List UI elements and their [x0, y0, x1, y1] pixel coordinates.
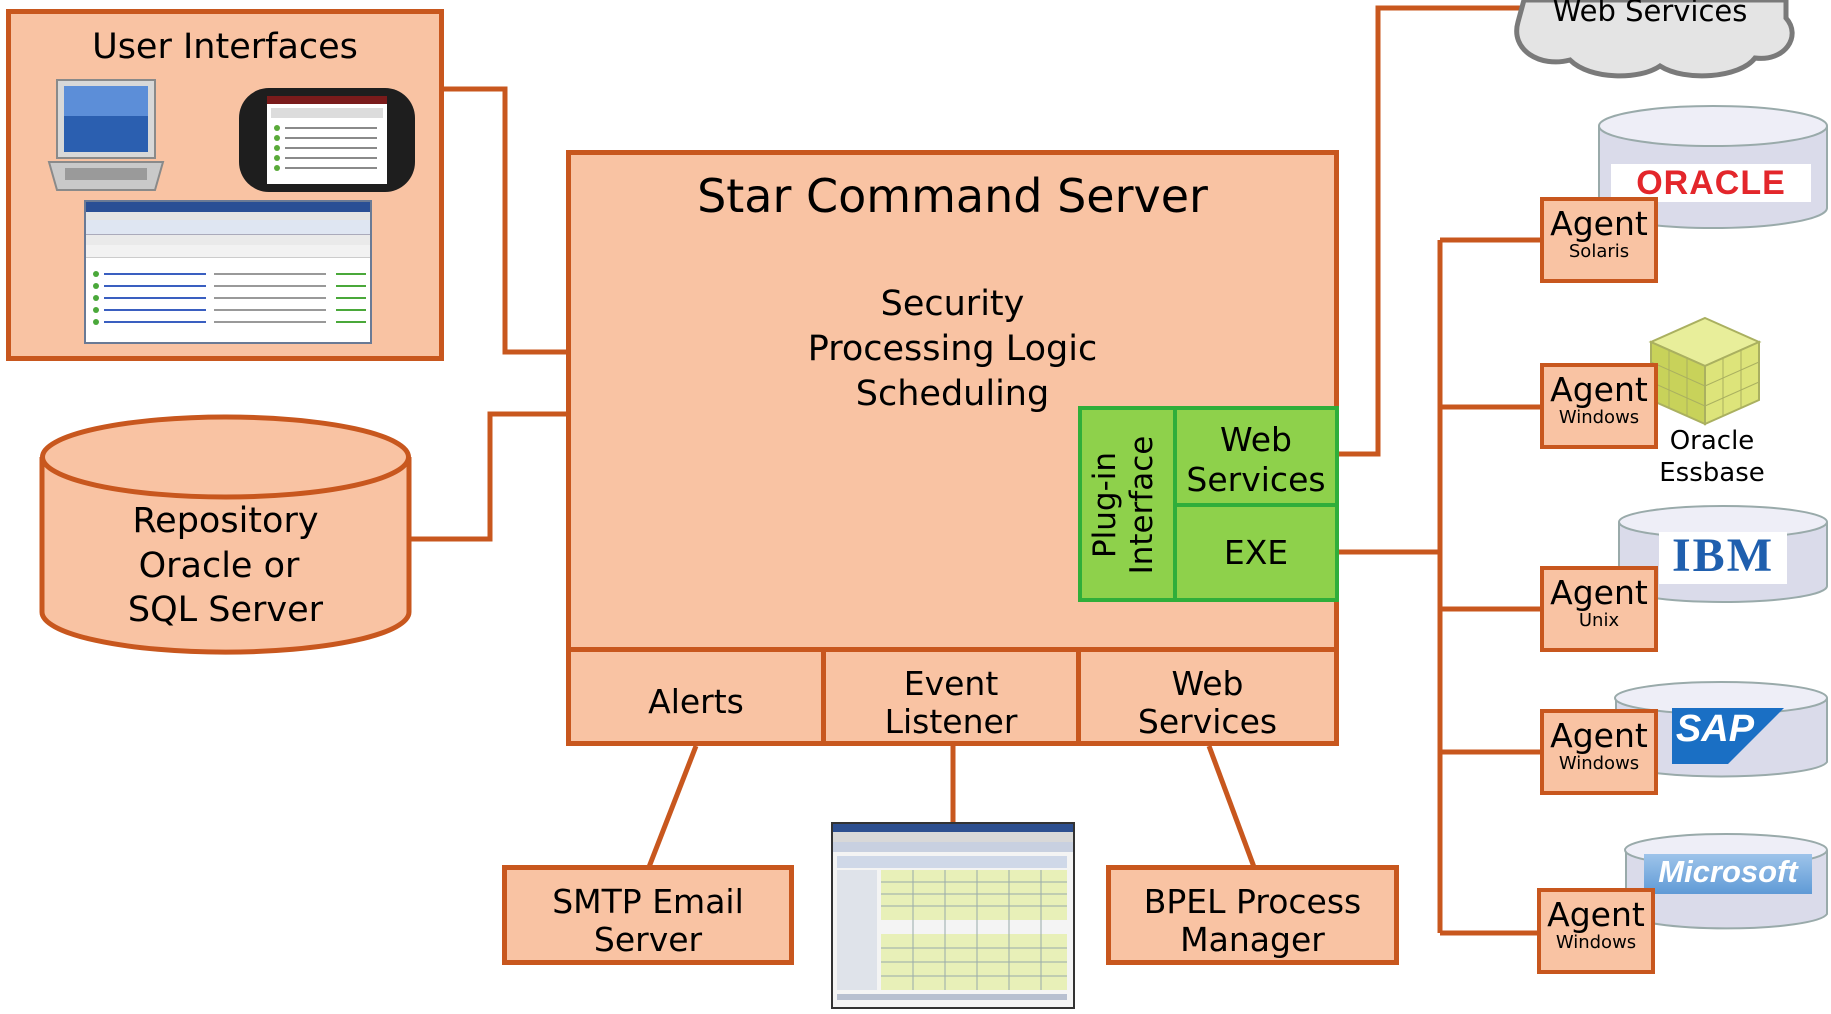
- browser-window-icon: [84, 200, 372, 344]
- plugin-web-services-line-2: Services: [1186, 460, 1326, 499]
- plugin-interface-label: Plug-in Interface: [1087, 435, 1161, 575]
- plugin-interface: Plug-in Interface: [1078, 406, 1177, 602]
- web-services-cloud-label: Web Services: [1552, 0, 1748, 28]
- repository-line-2: Oracle or: [138, 546, 300, 586]
- server-title: Star Command Server: [697, 169, 1208, 223]
- agent-windows-essbase-name: Agent: [1550, 370, 1648, 409]
- sap-logo-text: SAP: [1675, 708, 1755, 750]
- ibm-logo-icon: [1659, 532, 1787, 584]
- agent-windows-essbase: Agent Windows: [1540, 363, 1658, 449]
- essbase-cube-icon: [1645, 312, 1765, 428]
- bpel-process-manager: BPEL Process Manager: [1106, 865, 1399, 965]
- agent-windows-microsoft-os: Windows: [1555, 931, 1637, 953]
- repository-database: Repository Oracle or SQL Server: [38, 412, 413, 657]
- agent-windows-microsoft: Agent Windows: [1537, 888, 1655, 974]
- ibm-logo-text: IBM: [1672, 529, 1774, 582]
- event-listener-line-1: Event: [903, 664, 999, 703]
- smtp-email-server: SMTP Email Server: [502, 865, 794, 965]
- agent-windows-essbase-os: Windows: [1558, 406, 1640, 428]
- repository-line-3: SQL Server: [127, 590, 324, 630]
- smtp-line-2: Server: [593, 920, 703, 959]
- server-feature-scheduling: Scheduling: [855, 374, 1050, 414]
- plugin-exe-label: EXE: [1223, 533, 1289, 572]
- essbase-line-2: Essbase: [1659, 458, 1765, 488]
- server-web-services-box: Web Services: [1076, 647, 1339, 746]
- agent-unix-name: Agent: [1550, 573, 1648, 612]
- user-interfaces-title: User Interfaces: [92, 27, 358, 67]
- alerts-box: Alerts: [566, 647, 826, 746]
- agent-windows-sap: Agent Windows: [1540, 709, 1658, 795]
- event-listener-line-2: Listener: [884, 702, 1018, 741]
- agent-solaris-os: Solaris: [1568, 240, 1630, 262]
- server-web-services-line-2: Services: [1137, 702, 1278, 741]
- plugin-exe: EXE: [1173, 503, 1339, 602]
- agent-windows-sap-os: Windows: [1558, 752, 1640, 774]
- essbase-line-1: Oracle: [1669, 426, 1755, 456]
- laptop-icon: [45, 76, 167, 194]
- smtp-line-1: SMTP Email: [552, 882, 744, 921]
- agent-solaris-name: Agent: [1550, 204, 1648, 243]
- event-listener-screenshot: [831, 822, 1075, 1009]
- microsoft-logo-icon: [1644, 854, 1812, 894]
- server-feature-security: Security: [880, 284, 1025, 324]
- repository-line-1: Repository: [132, 501, 319, 541]
- microsoft-logo-text: Microsoft: [1658, 854, 1798, 889]
- event-listener-box: Event Listener: [821, 647, 1081, 746]
- ibm-database: IBM: [1617, 504, 1829, 604]
- server-feature-processing-logic: Processing Logic: [807, 329, 1098, 369]
- oracle-logo-text: ORACLE: [1636, 164, 1786, 202]
- bpel-line-2: Manager: [1180, 920, 1325, 959]
- plugin-web-services: Web Services: [1173, 406, 1339, 507]
- bpel-line-1: BPEL Process: [1143, 882, 1362, 921]
- agent-unix-os: Unix: [1578, 609, 1620, 631]
- agent-windows-microsoft-name: Agent: [1547, 895, 1645, 934]
- web-services-cloud: Web Services: [1510, 0, 1800, 82]
- agent-unix: Agent Unix: [1540, 566, 1658, 652]
- oracle-logo-icon: [1611, 164, 1811, 202]
- plugin-web-services-line-1: Web: [1220, 420, 1292, 459]
- sap-logo-icon: [1672, 708, 1784, 764]
- phone-icon: [237, 86, 417, 194]
- agent-solaris: Agent Solaris: [1540, 197, 1658, 283]
- agent-windows-sap-name: Agent: [1550, 716, 1648, 755]
- alerts-label: Alerts: [648, 682, 744, 721]
- server-web-services-line-1: Web: [1171, 664, 1244, 703]
- user-interfaces-box: User Interfaces: [6, 9, 444, 361]
